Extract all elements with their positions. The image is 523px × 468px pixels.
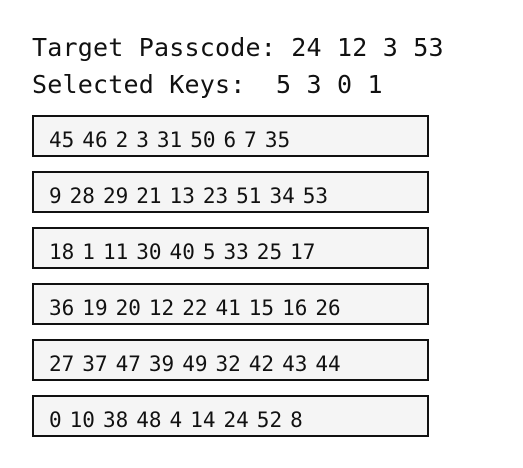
key-button[interactable]: 28 bbox=[69, 184, 95, 208]
key-row-5: 27 37 47 39 49 32 42 43 44 bbox=[32, 339, 429, 381]
key-button[interactable]: 34 bbox=[269, 184, 295, 208]
key-button[interactable]: 53 bbox=[302, 184, 329, 208]
key-button[interactable]: 6 bbox=[223, 128, 237, 152]
target-passcode-line: Target Passcode: 24 12 3 53 bbox=[32, 32, 444, 64]
key-button[interactable]: 20 bbox=[115, 296, 141, 320]
key-button[interactable]: 17 bbox=[290, 240, 316, 264]
key-button[interactable]: 25 bbox=[256, 240, 283, 264]
key-button[interactable]: 42 bbox=[248, 352, 275, 376]
key-button[interactable]: 38 bbox=[102, 408, 129, 432]
key-button[interactable]: 23 bbox=[202, 184, 229, 208]
target-passcode-value: 24 12 3 53 bbox=[291, 33, 444, 62]
key-button[interactable]: 13 bbox=[169, 184, 195, 208]
key-button[interactable]: 35 bbox=[264, 128, 291, 152]
key-button[interactable]: 37 bbox=[82, 352, 108, 376]
key-button[interactable]: 19 bbox=[82, 296, 108, 320]
key-button[interactable]: 46 bbox=[82, 128, 108, 152]
key-button[interactable]: 47 bbox=[115, 352, 141, 376]
key-button[interactable]: 1 bbox=[82, 240, 95, 264]
selected-keys-value: 5 3 0 1 bbox=[276, 70, 383, 99]
key-button[interactable]: 11 bbox=[102, 240, 129, 264]
key-button[interactable]: 12 bbox=[148, 296, 175, 320]
key-button[interactable]: 10 bbox=[69, 408, 95, 432]
key-button[interactable]: 14 bbox=[190, 408, 216, 432]
selected-keys-label: Selected Keys: bbox=[32, 70, 246, 99]
key-row-4: 36 19 20 12 22 41 15 16 26 bbox=[32, 283, 429, 325]
key-row-6: 0 10 38 48 4 14 24 52 8 bbox=[32, 395, 429, 437]
key-button[interactable]: 9 bbox=[49, 184, 62, 208]
key-button[interactable]: 15 bbox=[248, 296, 275, 320]
key-button[interactable]: 2 bbox=[115, 128, 129, 152]
key-button[interactable]: 39 bbox=[148, 352, 175, 376]
key-button[interactable]: 33 bbox=[223, 240, 249, 264]
key-button[interactable]: 40 bbox=[169, 240, 195, 264]
key-button[interactable]: 0 bbox=[49, 408, 62, 432]
key-button[interactable]: 22 bbox=[182, 296, 208, 320]
key-button[interactable]: 31 bbox=[156, 128, 183, 152]
key-button[interactable]: 26 bbox=[315, 296, 341, 320]
key-button[interactable]: 7 bbox=[244, 128, 257, 152]
key-button[interactable]: 3 bbox=[136, 128, 149, 152]
key-button[interactable]: 5 bbox=[202, 240, 216, 264]
key-button[interactable]: 29 bbox=[102, 184, 129, 208]
key-button[interactable]: 51 bbox=[236, 184, 262, 208]
key-button[interactable]: 48 bbox=[136, 408, 162, 432]
key-button[interactable]: 30 bbox=[136, 240, 162, 264]
key-button[interactable]: 32 bbox=[215, 352, 241, 376]
key-button[interactable]: 52 bbox=[256, 408, 283, 432]
key-button[interactable]: 44 bbox=[315, 352, 341, 376]
key-button[interactable]: 4 bbox=[169, 408, 183, 432]
key-button[interactable]: 41 bbox=[215, 296, 241, 320]
key-button[interactable]: 50 bbox=[190, 128, 216, 152]
key-button[interactable]: 36 bbox=[49, 296, 75, 320]
key-button[interactable]: 21 bbox=[136, 184, 162, 208]
key-row-2: 9 28 29 21 13 23 51 34 53 bbox=[32, 171, 429, 213]
key-button[interactable]: 8 bbox=[290, 408, 303, 432]
key-button[interactable]: 45 bbox=[49, 128, 75, 152]
key-button[interactable]: 24 bbox=[223, 408, 249, 432]
selected-keys-line: Selected Keys: 5 3 0 1 bbox=[32, 69, 383, 101]
key-button[interactable]: 16 bbox=[282, 296, 308, 320]
key-button[interactable]: 18 bbox=[49, 240, 75, 264]
key-button[interactable]: 27 bbox=[49, 352, 75, 376]
target-passcode-label: Target Passcode: bbox=[32, 33, 277, 62]
key-button[interactable]: 49 bbox=[182, 352, 208, 376]
key-button[interactable]: 43 bbox=[282, 352, 308, 376]
